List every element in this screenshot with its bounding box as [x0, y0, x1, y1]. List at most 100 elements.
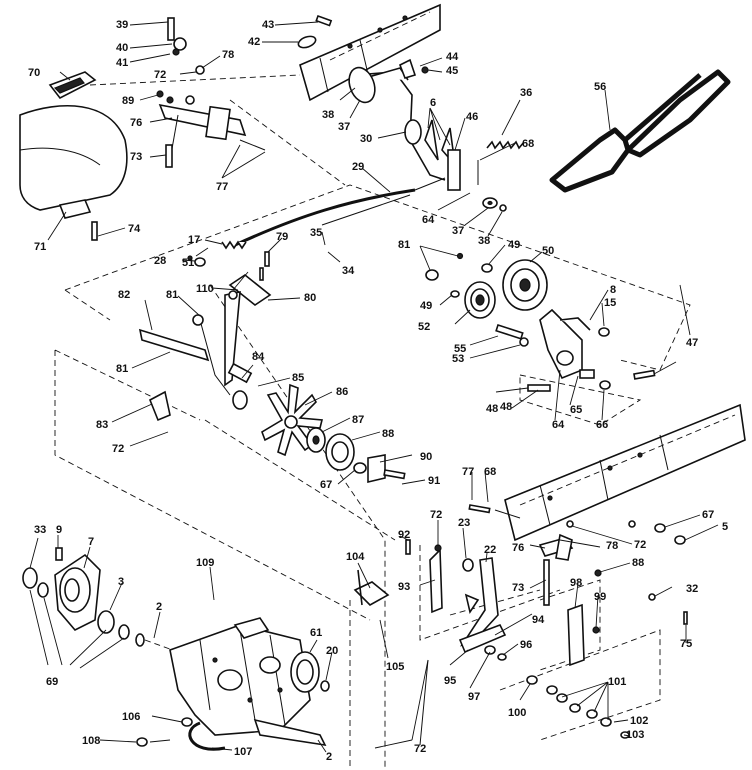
- part-label-76: 76: [512, 542, 524, 554]
- part-label-93: 93: [398, 581, 410, 593]
- part-label-90: 90: [420, 451, 432, 463]
- part-label-81: 81: [398, 239, 410, 251]
- bolt-group-39-41: [167, 17, 187, 56]
- part-label-108: 108: [82, 735, 100, 747]
- part-label-70: 70: [28, 67, 40, 79]
- control-linkage: [348, 58, 461, 191]
- part-label-105: 105: [386, 661, 404, 673]
- part-label-104: 104: [346, 551, 365, 563]
- part-label-48: 48: [500, 401, 512, 413]
- pulley-88: [325, 433, 355, 471]
- part-label-37: 37: [338, 121, 350, 133]
- part-label-42: 42: [248, 36, 260, 48]
- part-label-45: 45: [446, 65, 458, 77]
- part-label-96: 96: [520, 639, 532, 651]
- part-label-89: 89: [122, 95, 134, 107]
- leader-lines: [29, 21, 719, 753]
- part-label-102: 102: [630, 715, 648, 727]
- part-label-49: 49: [508, 239, 520, 251]
- part-label-6: 6: [430, 97, 436, 109]
- part-label-91: 91: [428, 475, 440, 487]
- part-label-64: 64: [422, 214, 435, 226]
- part-label-88: 88: [382, 428, 394, 440]
- part-label-72: 72: [430, 509, 442, 521]
- part-label-67: 67: [702, 509, 714, 521]
- part-label-3: 3: [118, 576, 124, 588]
- part-label-84: 84: [252, 351, 265, 363]
- shaft-84: [227, 362, 253, 410]
- part-number-labels: 3940414342444570787289767377717438373064…: [28, 19, 728, 763]
- fender-body: [19, 105, 128, 219]
- part-label-83: 83: [96, 419, 108, 431]
- part-label-46: 46: [466, 111, 478, 123]
- part-label-38: 38: [478, 235, 490, 247]
- drive-belt-56: [549, 69, 731, 193]
- part-label-30: 30: [360, 133, 372, 145]
- part-label-20: 20: [326, 645, 338, 657]
- part-label-41: 41: [116, 57, 128, 69]
- part-label-77: 77: [462, 466, 474, 478]
- part-label-34: 34: [342, 265, 355, 277]
- part-label-73: 73: [512, 582, 524, 594]
- part-label-67: 67: [320, 479, 332, 491]
- part-label-44: 44: [446, 51, 459, 63]
- lower-frame-rail: [504, 403, 746, 542]
- bolt-74: [91, 221, 98, 241]
- brake-pedal-22: [458, 557, 507, 661]
- part-label-22: 22: [484, 544, 496, 556]
- part-label-68: 68: [484, 466, 496, 478]
- upper-frame-rail: [299, 3, 441, 102]
- wheel-hub-7: [22, 547, 145, 647]
- lever-assembly-76: [156, 65, 266, 168]
- part-label-98: 98: [570, 577, 582, 589]
- washers-37-38: [482, 197, 507, 212]
- pulley-61: [290, 651, 330, 693]
- hub-90: [353, 454, 406, 484]
- part-label-23: 23: [458, 517, 470, 529]
- part-label-64: 64: [552, 419, 565, 431]
- part-label-8: 8: [610, 284, 616, 296]
- part-label-52: 52: [418, 321, 430, 333]
- part-label-32: 32: [686, 583, 698, 595]
- transaxle: [169, 617, 327, 747]
- part-label-72: 72: [112, 443, 124, 455]
- pulley-50: [502, 259, 548, 311]
- part-label-66: 66: [596, 419, 608, 431]
- pulley-52: [464, 281, 496, 319]
- part-label-5: 5: [722, 521, 728, 533]
- part-label-78: 78: [222, 49, 234, 61]
- part-label-68: 68: [522, 138, 534, 150]
- part-label-49: 49: [420, 300, 432, 312]
- washers-28-51: [187, 251, 270, 267]
- part-label-39: 39: [116, 19, 128, 31]
- part-label-48: 48: [486, 403, 498, 415]
- cooling-fan-86: [261, 383, 324, 457]
- part-label-72: 72: [154, 69, 166, 81]
- bracket-98: [567, 603, 688, 667]
- part-label-47: 47: [686, 337, 698, 349]
- part-label-43: 43: [262, 19, 274, 31]
- part-label-36: 36: [520, 87, 532, 99]
- idler-arm-55: [495, 308, 656, 392]
- spring-17: [221, 240, 247, 250]
- part-label-81: 81: [116, 363, 128, 375]
- part-label-2: 2: [326, 751, 332, 763]
- part-label-75: 75: [680, 638, 692, 650]
- part-label-35: 35: [310, 227, 322, 239]
- part-label-82: 82: [118, 289, 130, 301]
- part-label-87: 87: [352, 414, 364, 426]
- part-label-37: 37: [452, 225, 464, 237]
- part-label-94: 94: [532, 614, 545, 626]
- part-label-109: 109: [196, 557, 214, 569]
- part-label-110: 110: [196, 283, 214, 295]
- part-label-101: 101: [608, 676, 626, 688]
- part-label-69: 69: [46, 676, 58, 688]
- part-label-55: 55: [454, 343, 466, 355]
- part-label-15: 15: [604, 297, 616, 309]
- part-label-40: 40: [116, 42, 128, 54]
- part-label-61: 61: [310, 627, 322, 639]
- part-label-95: 95: [444, 675, 456, 687]
- part-label-103: 103: [626, 729, 644, 741]
- spring-36: [486, 140, 525, 150]
